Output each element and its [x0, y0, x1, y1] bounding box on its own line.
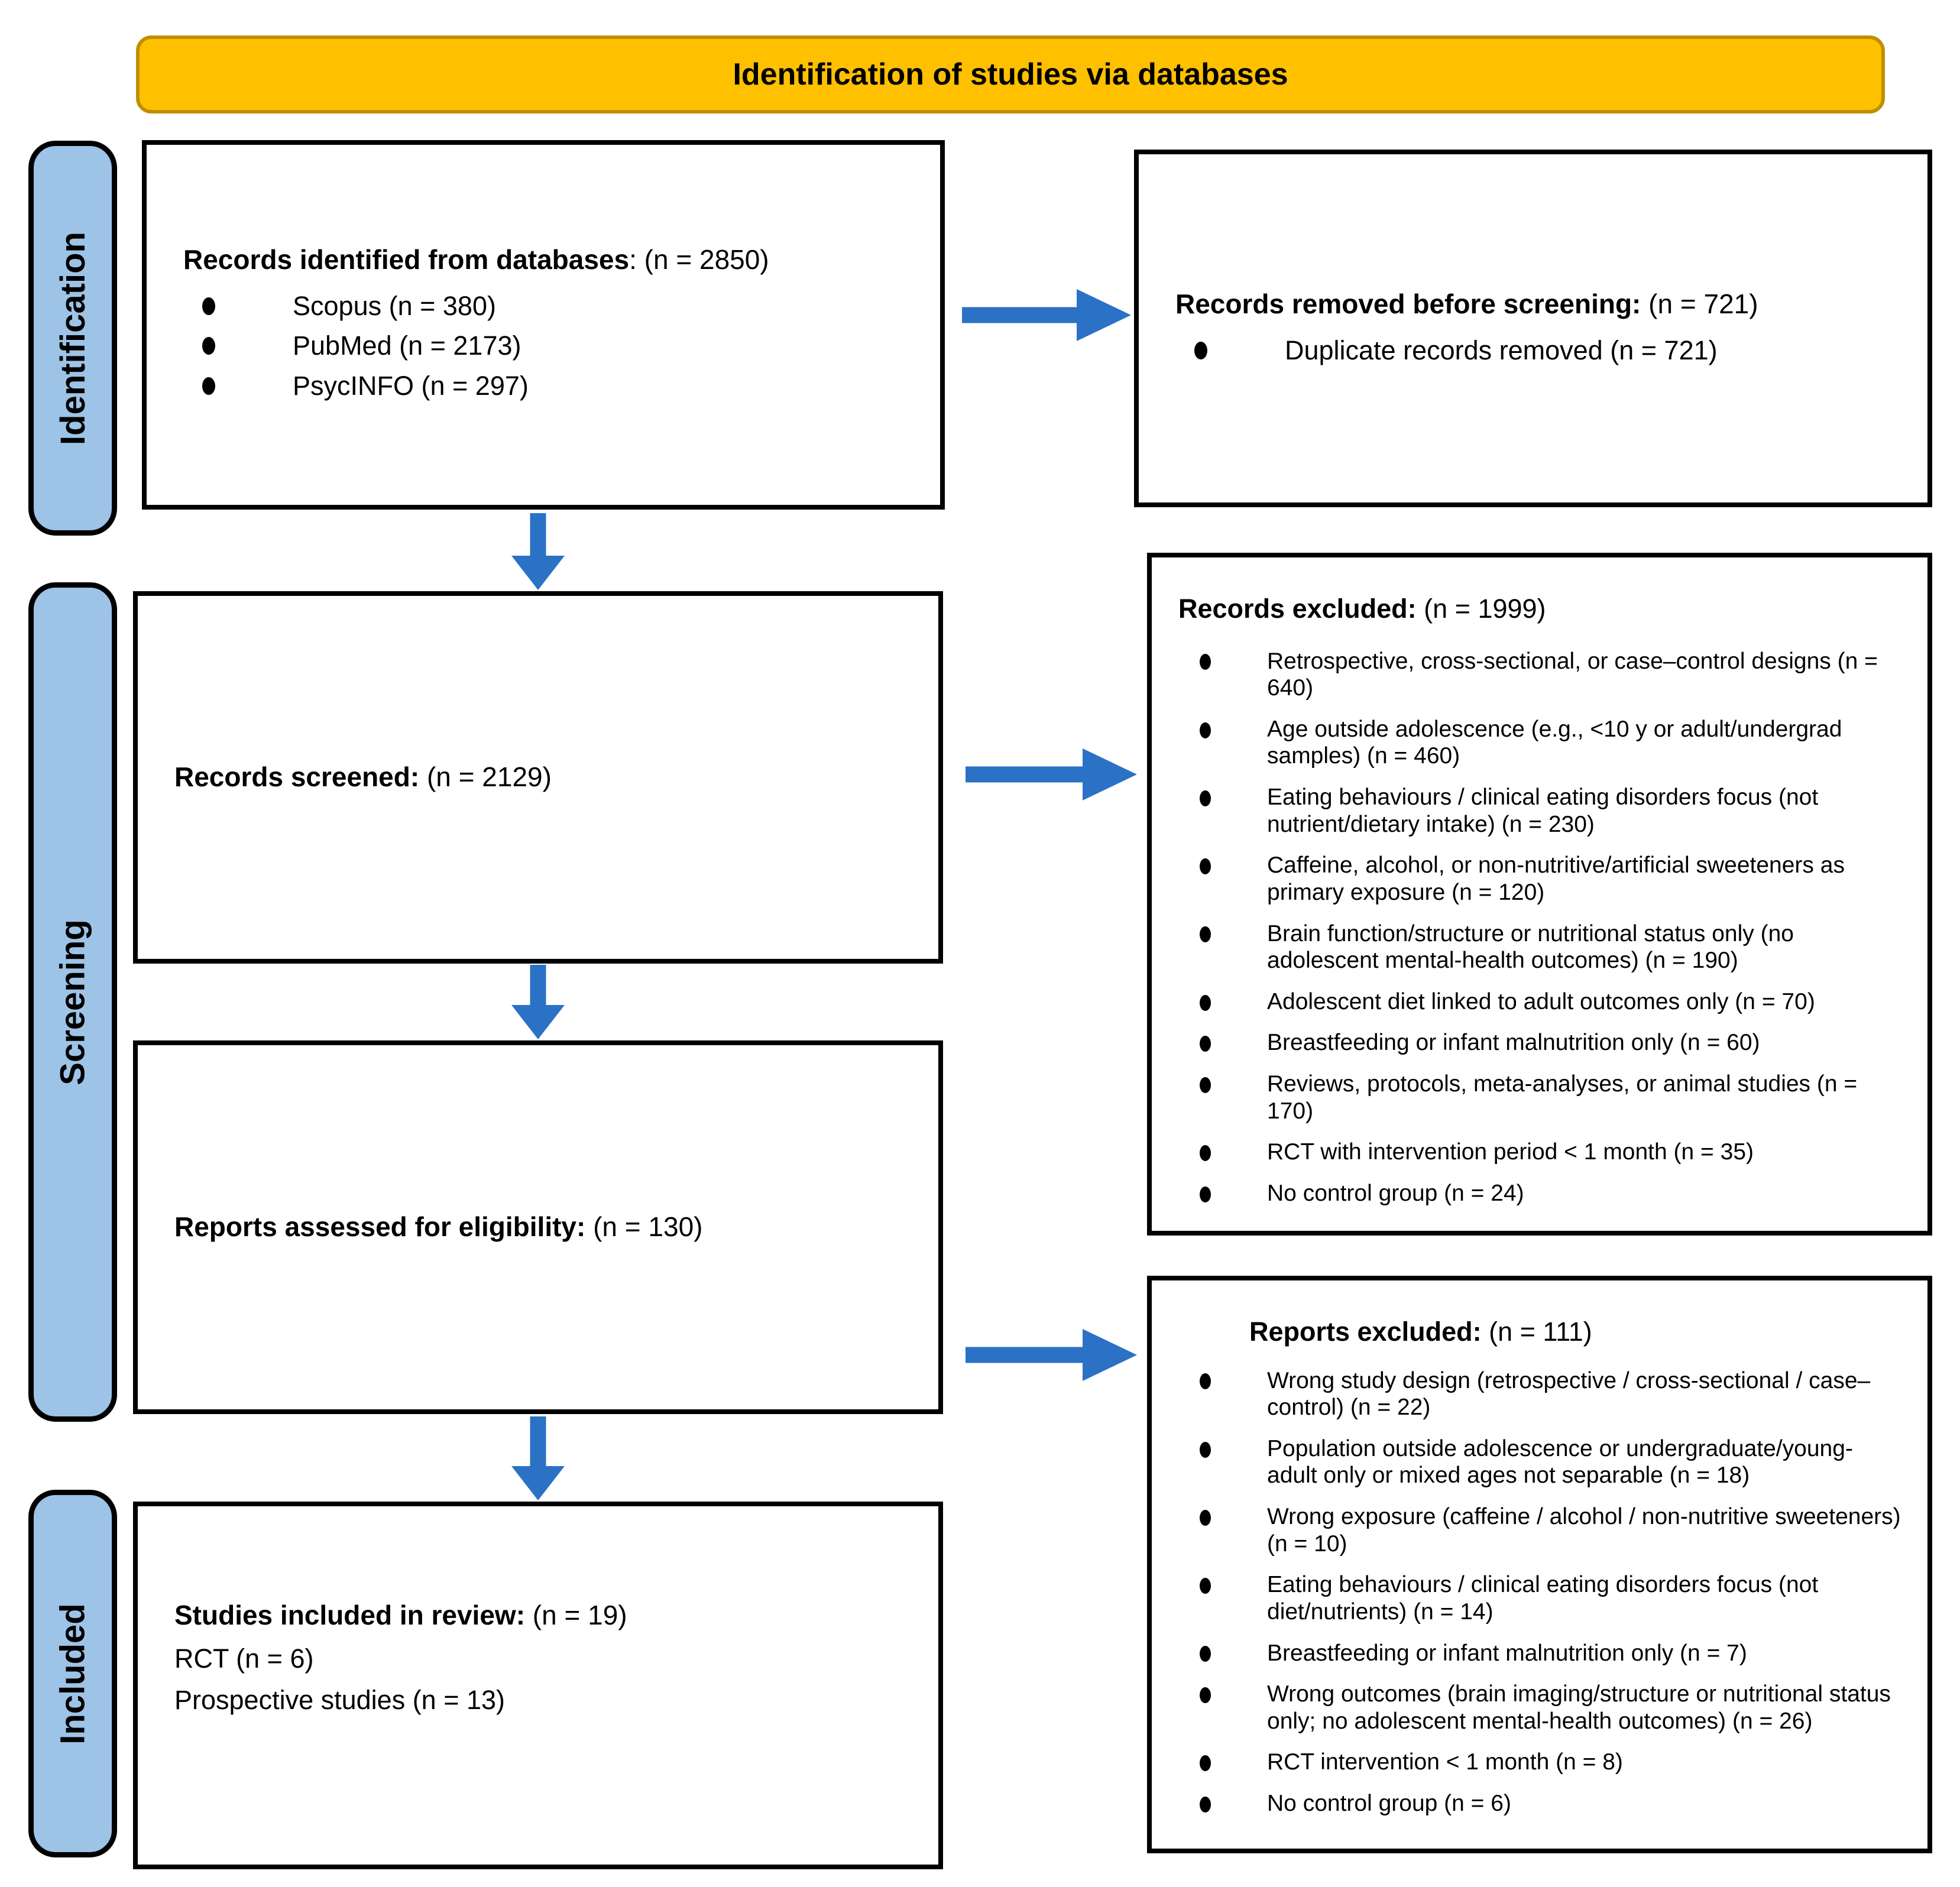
box-reports-excluded: Reports excluded: (n = 111) Wrong study …: [1147, 1276, 1932, 1853]
stage-label-included: Included: [28, 1490, 117, 1857]
arrow-head-right-icon: [1077, 289, 1131, 341]
exclusion-reason: RCT intervention < 1 month (n = 8): [1178, 1749, 1901, 1776]
stage-label-text: Screening: [53, 919, 92, 1085]
included-line: RCT (n = 6): [174, 1643, 314, 1674]
exclusion-reason: Retrospective, cross-sectional, or case–…: [1178, 648, 1901, 702]
arrow-screened-to-excluded: [966, 748, 1137, 800]
arrow-screened-to-assessed: [511, 965, 565, 1039]
arrow-identified-to-screened: [511, 513, 565, 590]
database-item: PsycINFO (n = 297): [183, 366, 908, 406]
exclusion-reason: RCT with intervention period < 1 month (…: [1178, 1139, 1901, 1166]
exclusion-reason: Wrong study design (retrospective / cros…: [1178, 1367, 1901, 1421]
arrow-shaft: [530, 513, 546, 557]
records-exclusion-list: Retrospective, cross-sectional, or case–…: [1178, 648, 1901, 1207]
banner-title: Identification of studies via databases: [733, 57, 1288, 92]
exclusion-reason: No control group (n = 24): [1178, 1180, 1901, 1207]
reports-exclusion-list: Wrong study design (retrospective / cros…: [1178, 1367, 1901, 1817]
exclusion-reason: Breastfeeding or infant malnutrition onl…: [1178, 1029, 1901, 1056]
exclusion-reason: Breastfeeding or infant malnutrition onl…: [1178, 1640, 1901, 1667]
arrow-assessed-to-reports-excluded: [966, 1329, 1137, 1381]
box-title: Records identified from databases: (n = …: [183, 244, 769, 275]
exclusion-reason: No control group (n = 6): [1178, 1790, 1901, 1817]
exclusion-reason: Age outside adolescence (e.g., <10 y or …: [1178, 716, 1901, 770]
box-title: Records excluded: (n = 1999): [1178, 594, 1546, 624]
included-line: Prospective studies (n = 13): [174, 1684, 506, 1715]
exclusion-reason: Eating behaviours / clinical eating diso…: [1178, 784, 1901, 838]
exclusion-reason: Adolescent diet linked to adult outcomes…: [1178, 988, 1901, 1016]
arrow-shaft: [966, 766, 1085, 783]
exclusion-reason: Caffeine, alcohol, or non-nutritive/arti…: [1178, 852, 1901, 906]
box-title: Records screened: (n = 2129): [174, 761, 552, 793]
stage-label-text: Identification: [53, 231, 92, 445]
arrow-head-right-icon: [1083, 1329, 1137, 1381]
database-item: Scopus (n = 380): [183, 286, 908, 326]
stage-label-text: Included: [53, 1603, 92, 1745]
database-item: PubMed (n = 2173): [183, 326, 908, 366]
banner: Identification of studies via databases: [136, 35, 1885, 114]
arrow-head-right-icon: [1083, 748, 1137, 800]
box-records-screened: Records screened: (n = 2129): [133, 591, 943, 964]
stage-label-screening: Screening: [28, 582, 117, 1422]
box-records-removed: Records removed before screening: (n = 7…: [1134, 150, 1932, 507]
exclusion-reason: Wrong exposure (caffeine / alcohol / non…: [1178, 1503, 1901, 1557]
box-reports-assessed: Reports assessed for eligibility: (n = 1…: [133, 1040, 943, 1414]
exclusion-reason: Reviews, protocols, meta-analyses, or an…: [1178, 1071, 1901, 1124]
database-list: Scopus (n = 380)PubMed (n = 2173)PsycINF…: [183, 286, 908, 406]
exclusion-reason: Brain function/structure or nutritional …: [1178, 920, 1901, 974]
arrow-shaft: [530, 1416, 546, 1467]
stage-label-identification: Identification: [28, 141, 117, 536]
arrow-head-down-icon: [511, 556, 565, 590]
arrow-head-down-icon: [511, 1466, 565, 1500]
arrow-shaft: [966, 1347, 1085, 1363]
box-title: Records removed before screening: (n = 7…: [1175, 288, 1758, 319]
box-title: Studies included in review: (n = 19): [174, 1600, 627, 1630]
box-title: Reports excluded: (n = 111): [1249, 1317, 1592, 1347]
exclusion-reason: Wrong outcomes (brain imaging/structure …: [1178, 1681, 1901, 1734]
arrow-shaft: [962, 307, 1079, 323]
exclusion-reason: Population outside adolescence or underg…: [1178, 1435, 1901, 1489]
arrow-head-down-icon: [511, 1005, 565, 1039]
arrow-identified-to-removed: [962, 289, 1131, 341]
removed-list: Duplicate records removed (n = 721): [1175, 330, 1895, 371]
exclusion-reason: Eating behaviours / clinical eating diso…: [1178, 1571, 1901, 1625]
arrow-shaft: [530, 965, 546, 1006]
box-records-identified: Records identified from databases: (n = …: [142, 140, 945, 510]
box-title: Reports assessed for eligibility: (n = 1…: [174, 1211, 703, 1243]
included-breakdown: RCT (n = 6) Prospective studies (n = 13): [174, 1638, 906, 1721]
arrow-assessed-to-included: [511, 1416, 565, 1500]
box-records-excluded: Records excluded: (n = 1999) Retrospecti…: [1147, 553, 1932, 1236]
removed-reason: Duplicate records removed (n = 721): [1175, 330, 1895, 371]
box-studies-included: Studies included in review: (n = 19) RCT…: [133, 1502, 943, 1869]
